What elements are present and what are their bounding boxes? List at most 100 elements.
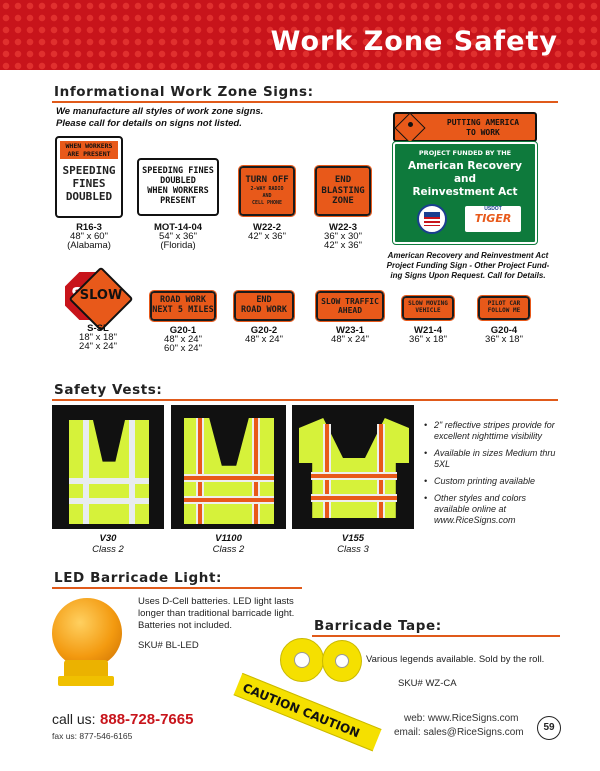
sign-dims: 36" x 18" — [485, 334, 523, 345]
vest-feature: Custom printing available — [424, 476, 560, 487]
sign-text: SPEEDING FINES — [142, 166, 214, 177]
sign-text: END — [334, 175, 352, 186]
sign-dims: 42" x 36" — [248, 231, 286, 242]
section-rule — [52, 399, 558, 401]
intro-line: Please call for details on signs not lis… — [56, 118, 242, 129]
sign-code: MOT-14-04 — [153, 222, 203, 233]
section-title-tape: Barricade Tape: — [314, 618, 442, 634]
tiger-logo: USDOT TIGER — [465, 206, 521, 232]
sign-text: ROAD WORK — [159, 295, 207, 306]
sign-code: W22-3 — [329, 222, 357, 233]
vest-photo-v155 — [292, 405, 414, 529]
sign-text: AHEAD — [337, 306, 363, 315]
sign-text: VEHICLE — [415, 307, 441, 314]
reflective-stripe — [69, 498, 149, 504]
vest-feature: Other styles and colors available online… — [424, 493, 560, 526]
vest-shape — [299, 418, 409, 518]
sign-dims: 48" x 24" — [245, 334, 283, 345]
vest-code: V1100 — [215, 533, 242, 544]
reflective-stripe — [311, 472, 397, 480]
vest-shape — [69, 420, 149, 524]
barricade-light-lens — [52, 598, 122, 668]
reflective-stripe — [184, 474, 274, 482]
caution-tape-roll — [322, 640, 362, 682]
reflective-stripe — [196, 418, 204, 524]
tiger-logo-text: TIGER — [474, 212, 512, 225]
arra-title: American Recovery and Reinvestment Act — [395, 160, 535, 199]
section-rule — [312, 635, 560, 637]
arra-caption: American Recovery and Reinvestment Act P… — [376, 251, 560, 281]
vest-feature: 2" reflective stripes provide for excell… — [424, 420, 560, 442]
reflective-stripe — [83, 420, 89, 524]
sign-text: SLOW TRAFFIC — [321, 296, 379, 306]
arra-funded-by: PROJECT FUNDED BY THE — [418, 149, 512, 157]
sign-dims: 54" x 36" — [159, 231, 197, 242]
sign-text: DOUBLED — [65, 190, 113, 203]
vest-code: V155 — [341, 533, 365, 544]
sign-dims: 36" x 18" — [409, 334, 447, 345]
led-description: Uses D-Cell batteries. LED light lasts l… — [138, 596, 295, 631]
vest-code: V30 — [99, 533, 117, 544]
section-title-info-signs: Informational Work Zone Signs: — [54, 84, 314, 100]
call-label: call us: — [52, 711, 96, 727]
section-title-vests: Safety Vests: — [54, 382, 163, 398]
vest-photo-v1100 — [171, 405, 286, 529]
sign-code: G20-4 — [490, 325, 518, 336]
arra-title-line: and — [453, 173, 477, 185]
tiger-logo-sub: USDOT — [484, 206, 502, 212]
reflective-stripe — [377, 424, 385, 518]
sign-putting-america: PUTTING AMERICA TO WORK — [393, 112, 537, 144]
arra-title-line: Reinvestment Act — [412, 186, 518, 198]
header-banner — [0, 0, 600, 70]
sign-g20-4: PILOT CAR FOLLOW ME — [477, 295, 531, 321]
sign-note: (Florida) — [160, 240, 196, 251]
sign-dims: 36" x 30" — [324, 231, 362, 242]
sign-text: NEXT 5 MILES — [152, 305, 214, 315]
page-title: Work Zone Safety — [270, 26, 558, 57]
sign-code: G20-2 — [250, 325, 278, 336]
reflective-stripe — [311, 494, 397, 502]
reflective-stripe — [184, 496, 274, 504]
worker-head-icon — [408, 122, 413, 127]
sign-g20-1: ROAD WORK NEXT 5 MILES — [149, 290, 217, 322]
sign-dims: 48" x 24" — [164, 334, 202, 345]
sign-code: G20-1 — [169, 325, 197, 336]
sign-text: FINES — [72, 177, 106, 190]
caption-line: Project Funding Sign - Other Project Fun… — [386, 261, 550, 270]
caution-tape-text: CAUTION CAUTION — [240, 680, 362, 741]
roll-core-icon — [294, 652, 310, 668]
sign-text: WHEN WORKERS — [65, 142, 113, 150]
sign-dims: 60" x 24" — [164, 343, 202, 354]
sign-code: W23-1 — [336, 325, 364, 336]
intro-line: We manufacture all styles of work zone s… — [56, 106, 264, 117]
sign-text: ZONE — [332, 196, 354, 207]
caution-tape-roll — [280, 638, 324, 682]
sign-w23-1: SLOW TRAFFIC AHEAD — [315, 290, 385, 322]
roll-core-icon — [335, 654, 349, 668]
page-number: 59 — [537, 716, 561, 740]
sign-dims: 48" x 24" — [331, 334, 369, 345]
reflective-stripe — [323, 424, 331, 518]
barricade-light-foot — [58, 676, 114, 686]
sign-dims: 48" x 60" — [70, 231, 108, 242]
sign-dims: 42" x 36" — [324, 240, 362, 251]
sign-arra-green: PROJECT FUNDED BY THE American Recovery … — [392, 141, 538, 245]
slow-text: SLOW — [79, 288, 123, 303]
sign-text: SPEEDING — [62, 164, 116, 177]
vest-class: Class 3 — [337, 544, 369, 555]
section-rule — [52, 587, 302, 589]
sign-text: TURN OFF — [245, 175, 289, 186]
phone-number[interactable]: 888-728-7665 — [100, 711, 194, 728]
caption-line: ing Signs Upon Request. Call for Details… — [390, 271, 546, 280]
worker-diamond-icon — [394, 112, 426, 144]
sign-text: SLOW MOVING — [408, 300, 448, 308]
tape-description: Various legends available. Sold by the r… — [366, 654, 545, 665]
email-link[interactable]: email: sales@RiceSigns.com — [394, 727, 524, 738]
web-link[interactable]: web: www.RiceSigns.com — [404, 713, 519, 724]
fax-number: fax us: 877-546-6165 — [52, 731, 133, 741]
sign-text: WHEN WORKERS — [147, 186, 209, 196]
sign-code: W21-4 — [414, 325, 442, 336]
vest-features-list: 2" reflective stripes provide for excell… — [424, 420, 560, 532]
tape-sku: SKU# WZ-CA — [398, 678, 457, 689]
caution-tape-strip: CAUTION CAUTION — [233, 672, 382, 752]
